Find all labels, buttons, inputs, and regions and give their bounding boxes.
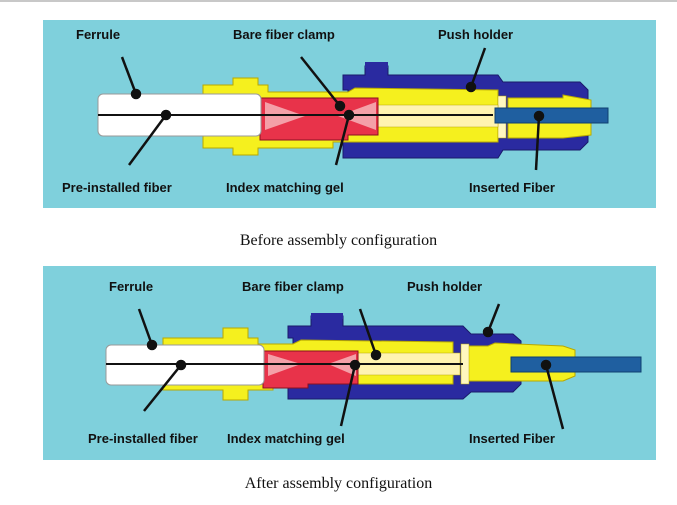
label-index-matching-gel: Index matching gel [226, 180, 344, 195]
before-assembly-diagram: Ferrule Bare fiber clamp Push holder Pre… [43, 20, 656, 208]
label-pre-installed-fiber: Pre-installed fiber [88, 431, 198, 446]
label-bare-fiber-clamp: Bare fiber clamp [242, 279, 344, 294]
label-bare-fiber-clamp: Bare fiber clamp [233, 27, 335, 42]
push-holder-grip [311, 313, 343, 319]
label-inserted-fiber: Inserted Fiber [469, 431, 555, 446]
after-assembly-diagram: Ferrule Bare fiber clamp Push holder Pre… [43, 266, 656, 460]
inserted-fiber [510, 356, 642, 373]
push-holder-grip [365, 62, 388, 68]
label-ferrule: Ferrule [76, 27, 121, 42]
label-push-holder: Push holder [407, 279, 483, 294]
connector-before-svg [97, 47, 609, 171]
label-push-holder: Push holder [438, 27, 514, 42]
connector-after-svg [105, 303, 642, 430]
caption-after: After assembly configuration [244, 475, 433, 492]
label-pre-installed-fiber: Pre-installed fiber [62, 180, 172, 195]
label-ferrule: Ferrule [109, 279, 154, 294]
inserted-fiber [494, 107, 609, 124]
label-inserted-fiber: Inserted Fiber [469, 180, 555, 195]
top-border [0, 0, 677, 2]
caption-before: Before assembly configuration [239, 232, 438, 249]
label-index-matching-gel: Index matching gel [227, 431, 345, 446]
bare-fiber-clamp [259, 97, 379, 141]
